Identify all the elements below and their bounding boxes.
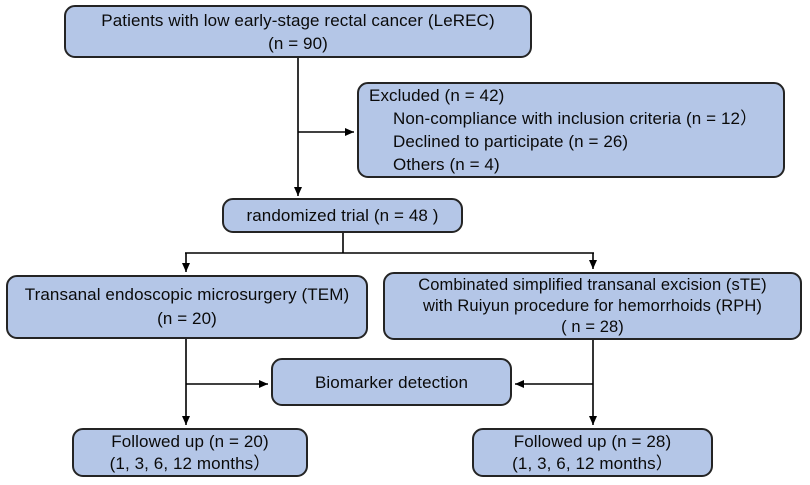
node-text-line: Patients with low early-stage rectal can… bbox=[101, 10, 495, 30]
node-text-line: (n = 90) bbox=[268, 33, 328, 53]
node-followed-up-tem: Followed up (n = 20) (1, 3, 6, 12 months… bbox=[72, 428, 308, 477]
node-ste-rph-arm: Combinated simplified transanal excision… bbox=[383, 272, 802, 340]
node-text-line: Biomarker detection bbox=[314, 372, 469, 392]
node-excluded: Excluded (n = 42) Non-compliance with in… bbox=[357, 82, 785, 178]
node-text-line: Others (n = 4) bbox=[393, 155, 500, 174]
node-patients-lerec: Patients with low early-stage rectal can… bbox=[64, 5, 532, 58]
node-text-line: with Ruiyun procedure for hemorrhoids (R… bbox=[422, 296, 762, 315]
node-text-line: Excluded (n = 42) bbox=[369, 86, 505, 105]
node-text-line: (1, 3, 6, 12 months） bbox=[512, 453, 673, 473]
node-tem-arm: Transanal endoscopic microsurgery (TEM) … bbox=[6, 275, 368, 339]
node-text-line: Non-compliance with inclusion criteria (… bbox=[393, 109, 758, 128]
node-text-line: randomized trial (n = 48 ) bbox=[246, 206, 439, 225]
node-text-line: (n = 20) bbox=[157, 309, 217, 328]
node-text-line: (1, 3, 6, 12 months） bbox=[109, 453, 271, 473]
node-text-line: ( n = 28) bbox=[561, 317, 624, 336]
node-randomized-trial: randomized trial (n = 48 ) bbox=[222, 198, 463, 233]
node-text-line: Declined to participate (n = 26) bbox=[393, 132, 629, 151]
node-text-line: Transanal endoscopic microsurgery (TEM) bbox=[24, 285, 350, 304]
node-text-line: Combinated simplified transanal excision… bbox=[418, 275, 767, 294]
node-text-line: Followed up (n = 28) bbox=[513, 431, 672, 451]
node-followed-up-ste: Followed up (n = 28) (1, 3, 6, 12 months… bbox=[472, 428, 713, 477]
node-biomarker-detection: Biomarker detection bbox=[271, 358, 512, 406]
node-text-line: Followed up (n = 20) bbox=[111, 431, 269, 451]
